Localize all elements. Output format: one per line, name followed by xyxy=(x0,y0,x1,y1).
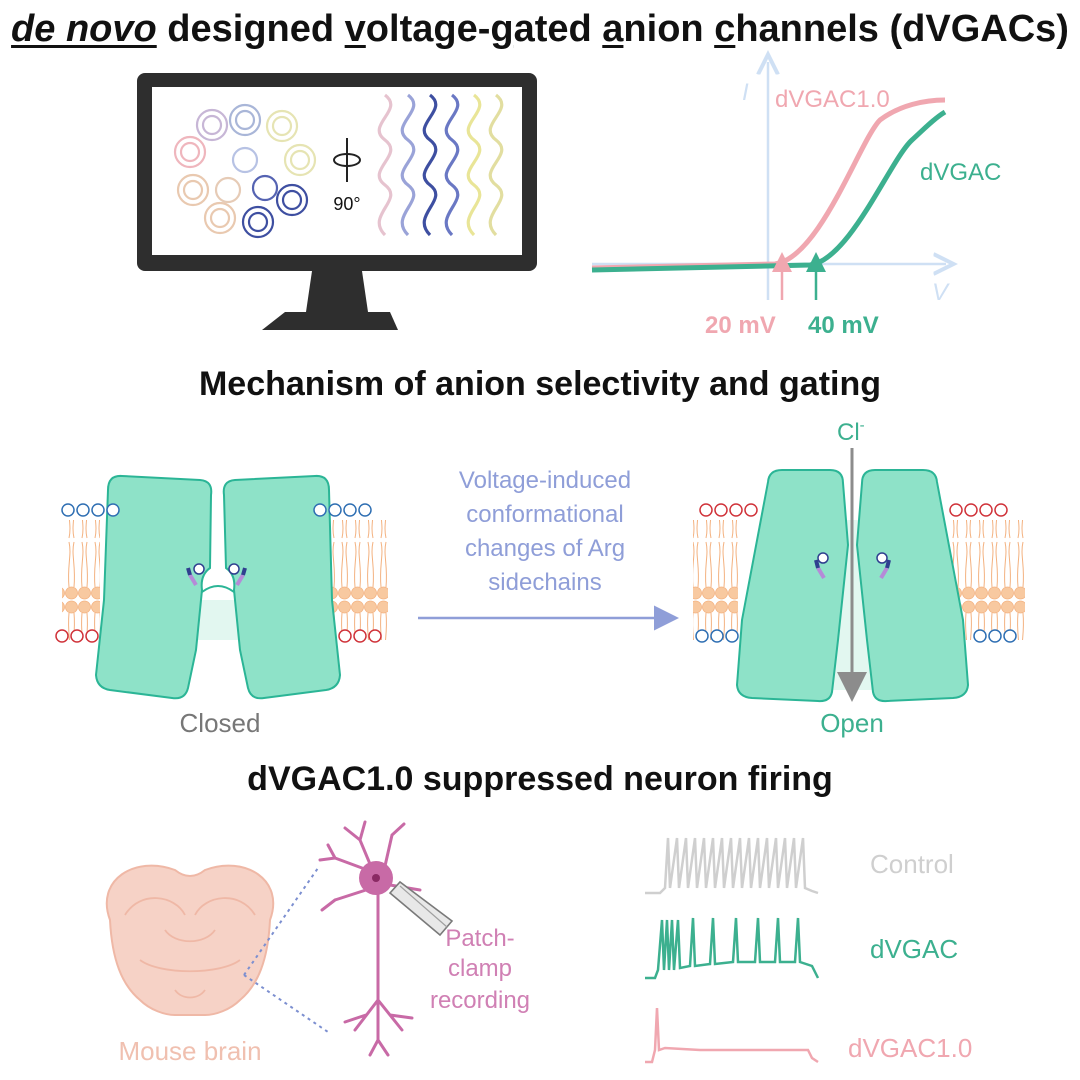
protein-top-view-icon xyxy=(173,103,317,239)
zoom-line-top xyxy=(243,867,319,976)
closed-channel: Closed xyxy=(55,474,388,738)
channel-subunit-left-open xyxy=(735,469,850,703)
rotation-label: 90° xyxy=(333,194,360,214)
membrane-left-open xyxy=(693,520,738,640)
arg-sidechain-icon xyxy=(186,563,247,587)
transition-text-line3: changes of Arg xyxy=(465,535,625,562)
nucleus xyxy=(372,874,380,882)
trace-label-dvgac10: dVGAC1.0 xyxy=(848,1033,972,1063)
channel-subunit-right-closed xyxy=(222,474,342,700)
transition-text-line4: sidechains xyxy=(488,569,601,596)
patch-pipette-icon xyxy=(388,880,454,937)
iv-x-axis-label: V xyxy=(932,279,950,306)
main-title: de novo designed voltage-gated anion cha… xyxy=(11,8,1069,50)
trace-label-dvgac: dVGAC xyxy=(870,934,958,964)
patch-label-line2: clamp xyxy=(448,955,512,982)
chloride-ion-label: Cl- xyxy=(837,417,865,446)
negative-charges-top-right-icon xyxy=(949,503,1008,517)
transition-text-line1: Voltage-induced xyxy=(459,467,631,494)
neuron-icon xyxy=(318,820,422,1057)
trace-label-control: Control xyxy=(870,849,954,879)
negative-charges-bottom-left-icon xyxy=(55,629,99,643)
mechanism-title: Mechanism of anion selectivity and gatin… xyxy=(198,365,882,403)
positive-charges-bottom-left-icon xyxy=(695,629,739,643)
threshold-label-20mv: 20 mV xyxy=(705,312,776,339)
series-label-dvgac: dVGAC xyxy=(920,159,1001,186)
protein-side-view-icon xyxy=(377,93,504,237)
zoom-line-bottom xyxy=(243,974,329,1033)
channel-subunit-right-open xyxy=(855,469,970,703)
iv-curve-dvgac10 xyxy=(591,97,946,271)
membrane-left-closed xyxy=(62,520,100,640)
iv-y-axis-label: I xyxy=(742,79,749,106)
arg-sidechain-icon xyxy=(814,552,891,580)
threshold-label-40mv: 40 mV xyxy=(808,312,879,339)
channel-subunit-left-closed xyxy=(94,474,213,700)
patch-label-line1: Patch- xyxy=(445,925,514,952)
open-label: Open xyxy=(820,708,884,738)
negative-charges-top-left-icon xyxy=(699,503,758,517)
positive-charges-bottom-right-icon xyxy=(973,629,1017,643)
transition-arrow: Voltage-induced conformational changes o… xyxy=(418,467,679,631)
trace-dvgac10 xyxy=(645,1007,819,1064)
iv-plot: I V dVGAC1.0 dVGAC 20 mV 40 mV xyxy=(591,62,1001,339)
iv-curve-dvgac xyxy=(591,109,947,273)
trace-control xyxy=(645,837,819,895)
rotate-icon xyxy=(333,138,361,182)
firing-title: dVGAC1.0 suppressed neuron firing xyxy=(247,760,833,798)
positive-charges-top-right-icon xyxy=(313,503,372,517)
mouse-brain-icon: Mouse brain xyxy=(105,864,275,1066)
open-channel: Cl- Open xyxy=(693,417,1025,738)
closed-label: Closed xyxy=(180,708,261,738)
computer-monitor-icon: 90° xyxy=(137,73,537,330)
transition-text-line2: conformational xyxy=(466,501,623,528)
trace-dvgac xyxy=(645,917,820,980)
positive-charges-top-left-icon xyxy=(61,503,120,517)
mouse-brain-label: Mouse brain xyxy=(118,1036,261,1066)
series-label-dvgac10: dVGAC1.0 xyxy=(775,86,890,113)
negative-charges-bottom-right-icon xyxy=(338,629,382,643)
patch-label-line3: recording xyxy=(430,987,530,1014)
